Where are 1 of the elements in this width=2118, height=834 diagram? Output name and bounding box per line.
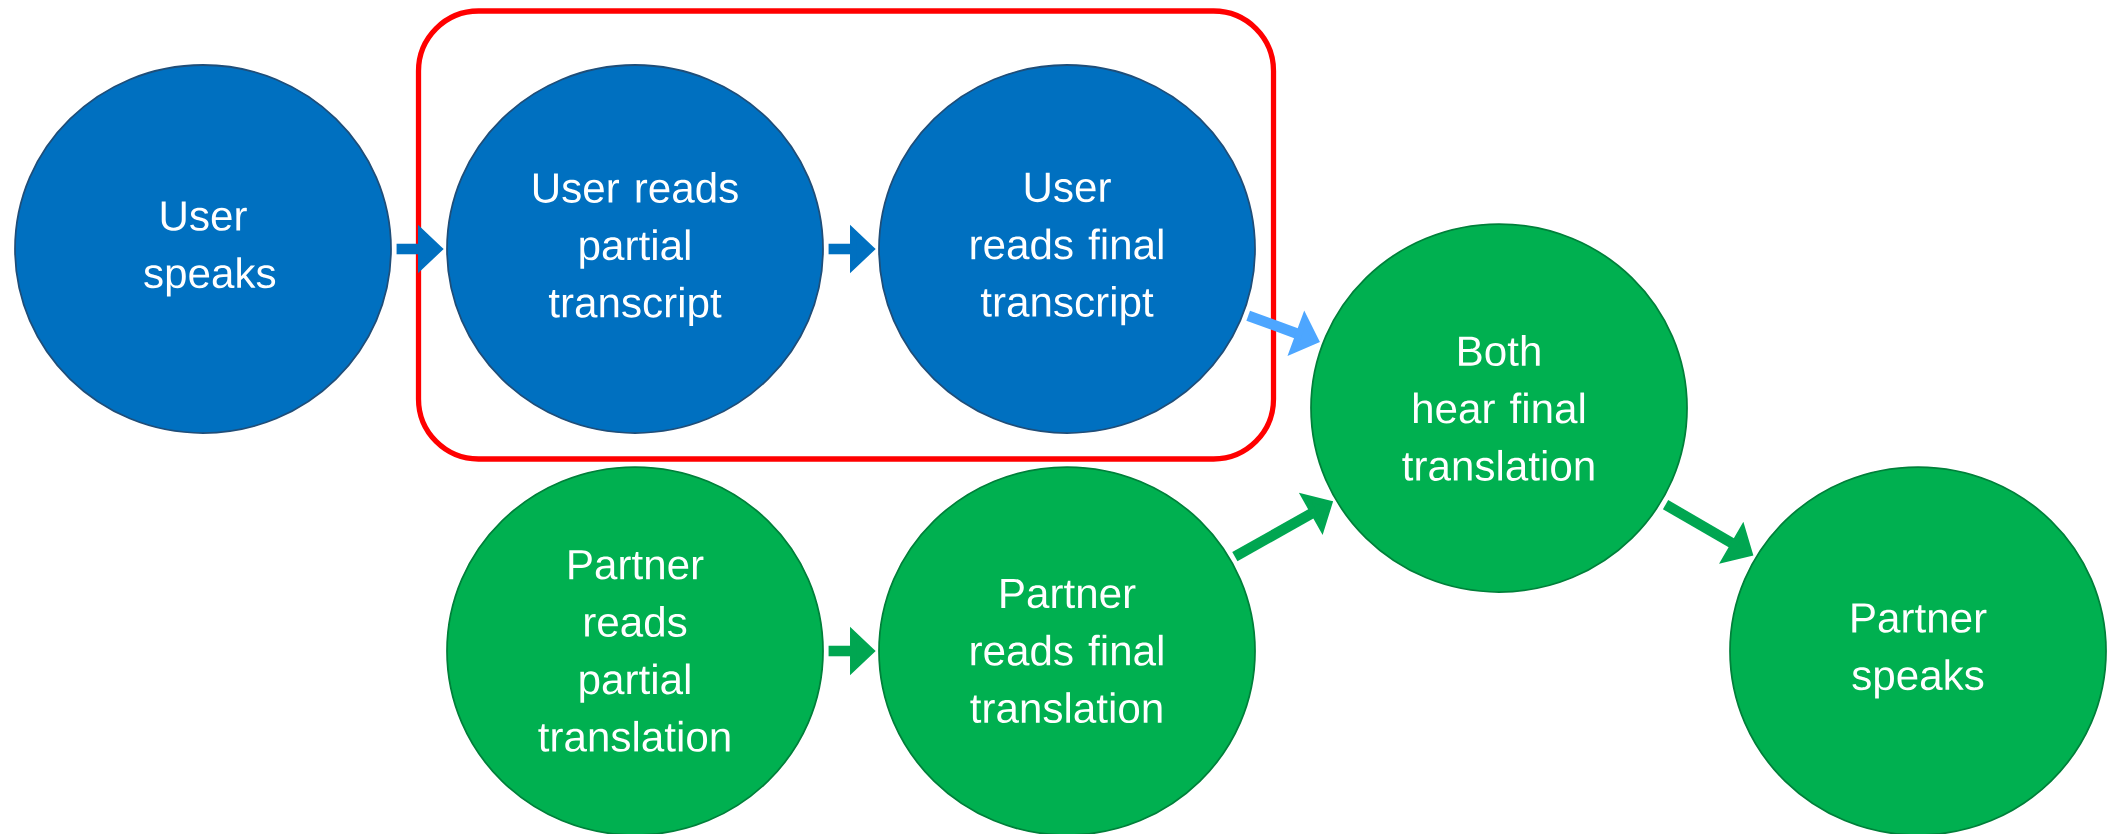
group-frame — [415, 8, 1277, 462]
